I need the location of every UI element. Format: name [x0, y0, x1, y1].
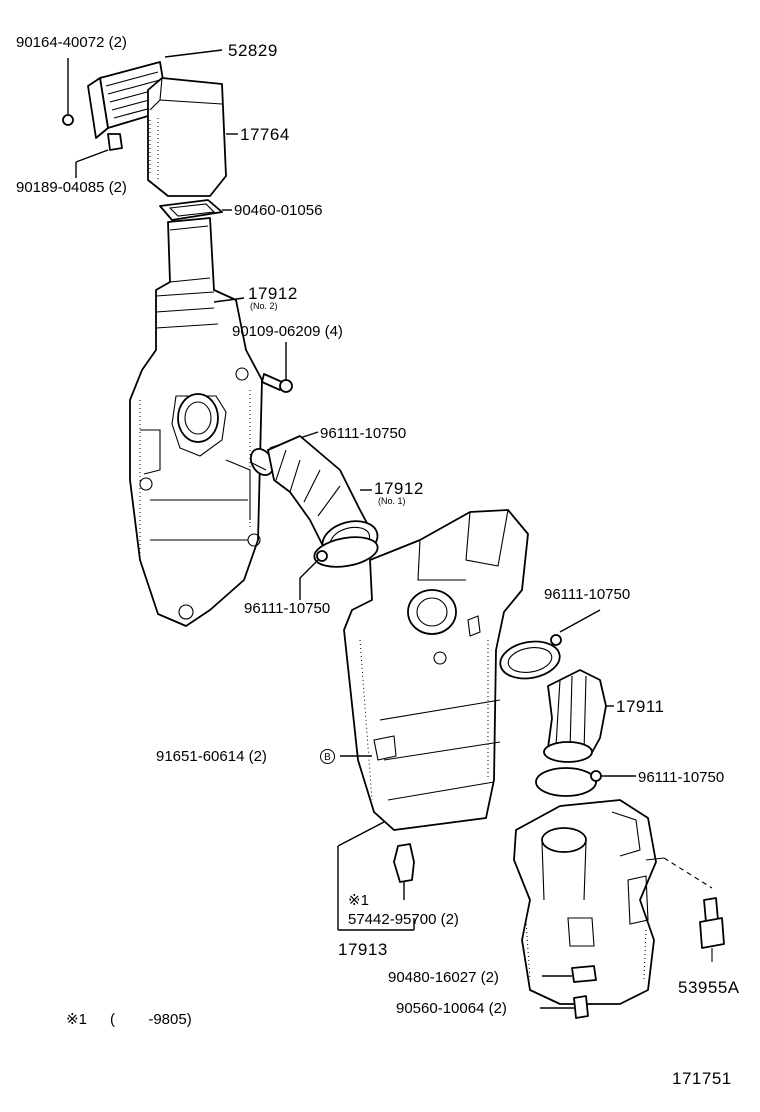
hose-clamp-b-part — [299, 536, 379, 600]
label-52829: 52829 — [228, 41, 278, 60]
nut-90480-part — [542, 965, 597, 983]
valve-53955A-part — [699, 897, 725, 962]
label-17911: 17911 — [616, 697, 665, 716]
b-mark: B — [320, 749, 335, 764]
screw-90164-part — [62, 58, 74, 126]
label-note-mark: ※1 — [348, 892, 369, 909]
label-90480-16027: 90480-16027 (2) — [388, 969, 499, 986]
label-17912-no2: 17912 — [248, 284, 298, 303]
collar-90560-part — [540, 995, 589, 1019]
label-53955A: 53955A — [678, 978, 740, 997]
hose-clamp-c-part — [499, 609, 601, 680]
label-90560-10064: 90560-10064 (2) — [396, 1000, 507, 1017]
clip-90189-part — [75, 133, 123, 178]
label-17912-no2-sub: (No. 2) — [250, 301, 278, 311]
label-90164-40072: 90164-40072 (2) — [16, 34, 127, 51]
label-17912-no1: 17912 — [374, 479, 424, 498]
label-17912-no1-sub: (No. 1) — [378, 496, 406, 506]
label-96111-10750-d: 96111-10750 — [638, 769, 725, 786]
label-96111-10750-b: 96111-10750 — [244, 600, 331, 617]
label-90109-06209: 90109-06209 (4) — [232, 323, 343, 340]
footnote-mark: ※1 — [66, 1011, 87, 1028]
label-96111-10750-c: 96111-10750 — [544, 586, 631, 603]
label-17764: 17764 — [240, 125, 290, 144]
inlet-box-part — [147, 77, 238, 197]
label-57442-95700: 57442-95700 (2) — [348, 911, 459, 928]
bolt-90109-part — [261, 342, 293, 393]
footnote-range: ( -9805) — [110, 1011, 192, 1028]
lower-case-part — [513, 799, 713, 1005]
label-17913: 17913 — [338, 940, 388, 959]
label-90189-04085: 90189-04085 (2) — [16, 179, 127, 196]
hose-clamp-d-part — [535, 767, 636, 797]
air-cleaner-case-part — [337, 509, 529, 931]
label-91651-60614: 91651-60614 (2) — [156, 748, 267, 765]
diagram-id: 171751 — [672, 1069, 732, 1088]
label-90460-01056: 90460-01056 — [234, 202, 323, 219]
grommet-57442-part — [393, 843, 415, 900]
hose-17911-part — [543, 669, 614, 763]
label-96111-10750-a: 96111-10750 — [320, 425, 407, 442]
resonator-no2-part — [129, 217, 263, 627]
gasket-90460-part — [159, 199, 232, 221]
